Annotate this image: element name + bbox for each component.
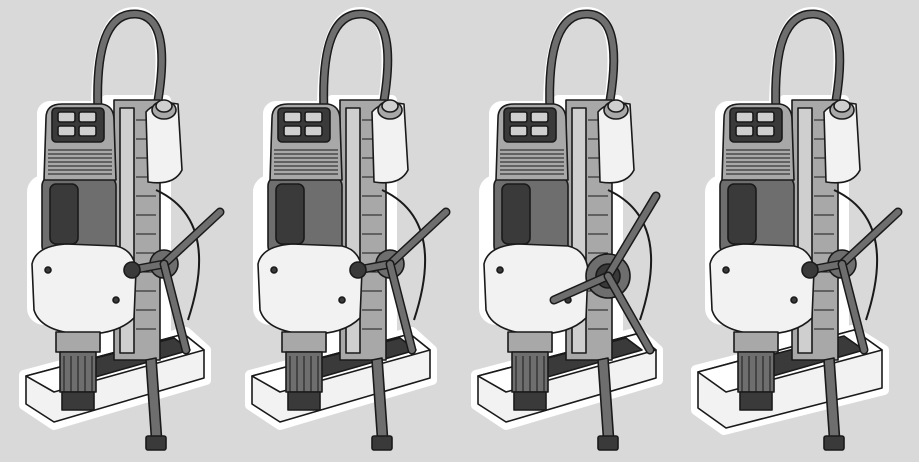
gearbox: [483, 243, 589, 335]
panel-button: [530, 111, 549, 123]
handle-knob: [349, 261, 367, 279]
chuck: [281, 331, 327, 353]
guard-arc: [607, 189, 653, 321]
magnetic-drill-variant-3: [471, 7, 663, 451]
panel-button: [57, 111, 76, 123]
chuck: [507, 331, 553, 353]
drill-group: [691, 7, 903, 451]
drill-group: [19, 7, 225, 451]
panel-button: [735, 125, 754, 137]
handle-knob: [123, 261, 141, 279]
panel-button: [57, 125, 76, 137]
cutter-tip: [61, 391, 95, 411]
chuck: [55, 331, 101, 353]
magnetic-drill-variant-4: [691, 7, 903, 451]
panel-button: [78, 111, 97, 123]
panel-button: [304, 125, 323, 137]
cutter-tip: [513, 391, 547, 411]
panel-button: [756, 111, 775, 123]
panel-button: [735, 111, 754, 123]
gearbox: [257, 243, 363, 335]
strap-buckle: [371, 435, 393, 451]
gearbox: [709, 243, 815, 335]
panel-button: [509, 111, 528, 123]
panel-button: [304, 111, 323, 123]
strap-buckle: [145, 435, 167, 451]
chuck: [733, 331, 779, 353]
panel-button: [756, 125, 775, 137]
panel-button: [530, 125, 549, 137]
gearbox: [31, 243, 137, 335]
magnetic-drill-variant-1: [19, 7, 225, 451]
cutter-tip: [739, 391, 773, 411]
drill-group: [471, 7, 663, 451]
strap-buckle: [823, 435, 845, 451]
panel-button: [283, 125, 302, 137]
panel-button: [78, 125, 97, 137]
magnetic-drill-variant-2: [245, 7, 451, 451]
strap-buckle: [597, 435, 619, 451]
panel-button: [283, 111, 302, 123]
handle-knob: [801, 261, 819, 279]
drill-group: [245, 7, 451, 451]
cutter-tip: [287, 391, 321, 411]
panel-button: [509, 125, 528, 137]
